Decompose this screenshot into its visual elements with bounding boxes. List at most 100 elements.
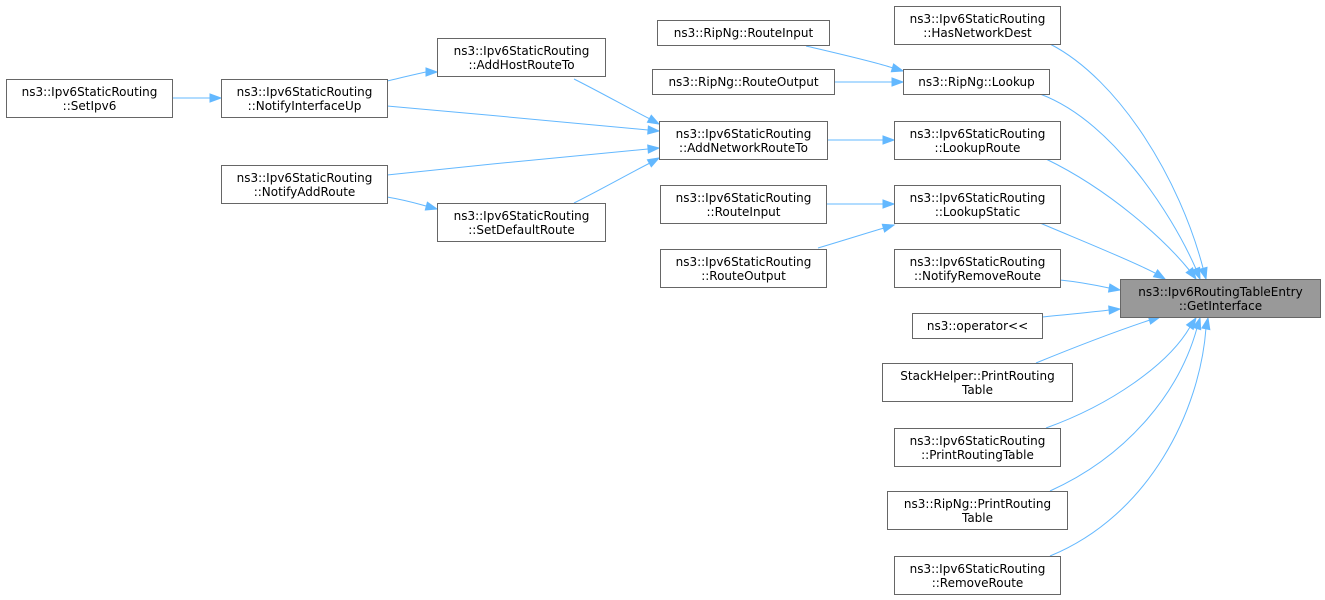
node-label-line: ::RouteInput (707, 205, 781, 219)
edge-line (386, 196, 427, 207)
arrowhead (647, 144, 661, 154)
node-static-routeoutput[interactable]: ns3::Ipv6StaticRouting::RouteOutput (660, 249, 827, 288)
node-label-line: ns3::RipNg::RouteOutput (668, 75, 818, 89)
node-label-line: ns3::Ipv6RoutingTableEntry (1138, 285, 1302, 299)
node-ripng-lookup[interactable]: ns3::RipNg::Lookup (903, 69, 1050, 95)
edge-line (386, 148, 649, 176)
edge-line (1045, 158, 1191, 272)
node-label-line: ns3::Ipv6StaticRouting (454, 44, 590, 58)
node-setdefaultroute[interactable]: ns3::Ipv6StaticRouting::SetDefaultRoute (437, 203, 606, 242)
node-lookupstatic[interactable]: ns3::Ipv6StaticRouting::LookupStatic (894, 185, 1061, 224)
arrowhead (1201, 316, 1211, 331)
arrowhead (1192, 316, 1202, 331)
edge-setdefaultroute-notifyaddroute (386, 196, 439, 211)
node-label-line: ::HasNetworkDest (923, 26, 1032, 40)
node-notifyremoveroute[interactable]: ns3::Ipv6StaticRouting::NotifyRemoveRout… (894, 249, 1061, 288)
node-static-routeinput[interactable]: ns3::Ipv6StaticRouting::RouteInput (660, 185, 827, 224)
node-label-line: ns3::Ipv6StaticRouting (237, 171, 373, 185)
edge-line (1049, 43, 1204, 269)
node-label-line: ns3::RipNg::PrintRouting (904, 497, 1051, 511)
node-label-line: ns3::RipNg::Lookup (918, 75, 1035, 89)
edge-line (1039, 222, 1156, 274)
edge-addhostrouteto-notifyinterfaceup (386, 67, 439, 82)
edge-addnetworkrouteto-addhostrouteto (573, 78, 661, 125)
node-notifyaddroute[interactable]: ns3::Ipv6StaticRouting::NotifyAddRoute (221, 165, 388, 204)
node-addhostrouteto[interactable]: ns3::Ipv6StaticRouting::AddHostRouteTo (437, 38, 606, 77)
node-box (894, 428, 1061, 467)
edge-line (817, 227, 885, 249)
arrowhead (647, 125, 661, 135)
node-label-line: ::LookupStatic (935, 205, 1020, 219)
node-label-line: ns3::Ipv6StaticRouting (910, 191, 1046, 205)
node-box (221, 79, 388, 118)
edge-addnetworkrouteto-notifyinterfaceup (386, 105, 661, 135)
node-ripng-printroutingtable[interactable]: ns3::RipNg::PrintRoutingTable (887, 491, 1068, 530)
node-label-line: ::NotifyInterfaceUp (248, 99, 362, 113)
edge-line (573, 78, 651, 120)
edge-line (386, 105, 649, 131)
node-label-line: ns3::RipNg::RouteInput (674, 26, 814, 40)
node-static-printroutingtable[interactable]: ns3::Ipv6StaticRouting::PrintRoutingTabl… (894, 428, 1061, 467)
node-label-line: ns3::Ipv6StaticRouting (237, 85, 373, 99)
node-label-line: ns3::Ipv6StaticRouting (454, 209, 590, 223)
nodes-layer: ns3::Ipv6StaticRouting::SetIpv6ns3::Ipv6… (6, 6, 1321, 595)
node-label-line: ns3::Ipv6StaticRouting (676, 191, 812, 205)
edge-line (386, 71, 427, 82)
node-label-line: ns3::Ipv6StaticRouting (910, 562, 1046, 576)
node-hasnetworkdest[interactable]: ns3::Ipv6StaticRouting::HasNetworkDest (894, 6, 1061, 45)
node-getinterface: ns3::Ipv6RoutingTableEntry::GetInterface (1120, 279, 1321, 318)
node-label-line: ::NotifyRemoveRoute (914, 269, 1041, 283)
node-box (660, 185, 827, 224)
node-removeroute[interactable]: ns3::Ipv6StaticRouting::RemoveRoute (894, 556, 1061, 595)
node-box (887, 491, 1068, 530)
edge-line (1049, 327, 1198, 492)
node-box (894, 185, 1061, 224)
node-label-line: Table (961, 511, 993, 525)
edge-addnetworkrouteto-setdefaultroute (573, 157, 661, 204)
edge-line (1039, 93, 1197, 270)
node-ripng-routeoutput[interactable]: ns3::RipNg::RouteOutput (652, 69, 835, 95)
node-addnetworkrouteto[interactable]: ns3::Ipv6StaticRouting::AddNetworkRouteT… (659, 121, 828, 160)
edge-getinterface-notifyremoveroute (1059, 279, 1122, 293)
node-label-line: ::SetIpv6 (63, 99, 117, 113)
node-label-line: ns3::Ipv6StaticRouting (676, 127, 812, 141)
node-label-line: ::AddHostRouteTo (468, 58, 574, 72)
edge-line (1045, 326, 1191, 429)
arrowhead (1191, 266, 1201, 281)
edge-getinterface-ripng-printroutingtable (1049, 316, 1202, 492)
arrowhead (1152, 269, 1167, 280)
node-ripng-routeinput[interactable]: ns3::RipNg::RouteInput (657, 20, 830, 46)
node-label-line: ns3::Ipv6StaticRouting (22, 85, 158, 99)
edge-lookuproute-addnetworkrouteto (827, 135, 896, 145)
arrowhead (882, 199, 896, 209)
node-operator[interactable]: ns3::operator<< (912, 313, 1043, 339)
node-label-line: ns3::Ipv6StaticRouting (910, 255, 1046, 269)
edge-ripng-lookup-ripng-routeoutput (834, 77, 905, 87)
node-box (660, 249, 827, 288)
node-label-line: ns3::Ipv6StaticRouting (676, 255, 812, 269)
arrowhead (425, 67, 439, 77)
edge-lookupstatic-static-routeoutput (817, 223, 896, 249)
node-box (894, 121, 1061, 160)
edge-line (1049, 327, 1207, 557)
arrowhead (1107, 283, 1122, 293)
node-stackhelper-print[interactable]: StackHelper::PrintRoutingTable (882, 363, 1073, 402)
node-label-line: ns3::operator<< (927, 319, 1028, 333)
edge-getinterface-removeroute (1049, 316, 1211, 557)
node-notifyinterfaceup[interactable]: ns3::Ipv6StaticRouting::NotifyInterfaceU… (221, 79, 388, 118)
node-label-line: ::PrintRoutingTable (921, 448, 1034, 462)
node-label-line: ::RouteOutput (701, 269, 786, 283)
node-label-line: ::SetDefaultRoute (468, 223, 574, 237)
edge-addnetworkrouteto-notifyaddroute (386, 144, 661, 176)
edge-line (1035, 319, 1151, 364)
edge-line (1059, 279, 1110, 289)
node-box (894, 6, 1061, 45)
node-label-line: ::LookupRoute (935, 141, 1021, 155)
node-label-line: ::AddNetworkRouteTo (679, 141, 808, 155)
arrowhead (882, 135, 896, 145)
node-lookuproute[interactable]: ns3::Ipv6StaticRouting::LookupRoute (894, 121, 1061, 160)
arrowhead (1185, 266, 1197, 281)
edge-ripng-lookup-ripng-routeinput (805, 45, 905, 73)
node-setipv6[interactable]: ns3::Ipv6StaticRouting::SetIpv6 (6, 79, 173, 118)
